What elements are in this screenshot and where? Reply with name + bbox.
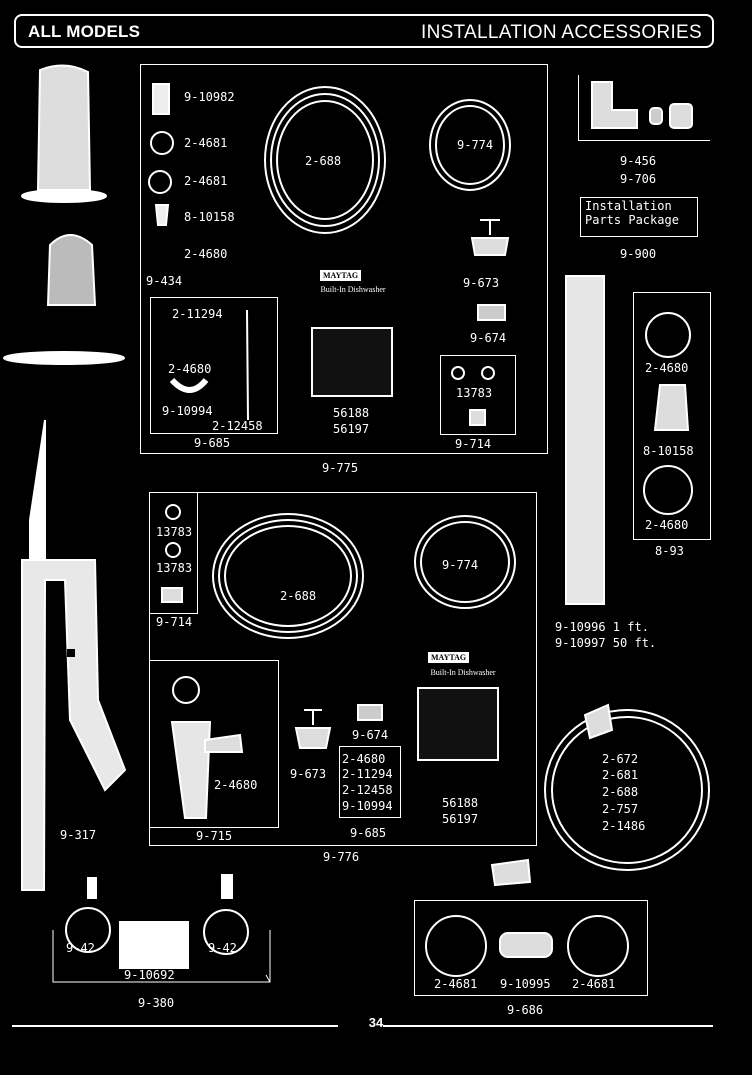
part-label: 9-10997 50 ft. [555,636,657,650]
part-label: 2-12458 [342,783,393,797]
part-label: 2-11294 [172,307,223,321]
maytag-logo-top: MAYTAG [320,270,362,281]
part-label: 56197 [442,812,479,826]
part-label: 9-900 [620,247,657,261]
footer-rule-left [12,1025,338,1027]
part-label: 9-380 [138,996,175,1010]
installation-parts-package-label: Installation Parts Package [580,197,698,237]
part-label: 9-317 [60,828,97,842]
frame-9-714-mid [149,492,198,614]
part-label: 9-42 [66,941,95,955]
part-label: 2-11294 [342,767,393,781]
header-right-title: INSTALLATION ACCESSORIES [420,22,702,43]
part-label: 2-4680 [168,362,212,376]
part-label: 9-10692 [124,968,175,982]
part-label: 2-672 [602,752,639,766]
part-label: 2-4680 [645,361,689,375]
part-label: 9-706 [620,172,657,186]
part-label: 9-714 [156,615,193,629]
part-label: 2-4680 [645,518,689,532]
part-label: 2-4680 [184,247,228,261]
footer-rule-right [383,1025,713,1027]
part-label: 2-757 [602,802,639,816]
part-label: 2-4681 [184,174,228,188]
frame-9-456 [578,75,710,141]
part-label: 56188 [442,796,479,810]
part-label: 2-688 [280,589,317,603]
part-label: 9-774 [442,558,479,572]
part-label: 2-688 [305,154,342,168]
part-label: 8-93 [655,544,684,558]
part-label: 9-10996 1 ft. [555,620,649,634]
part-label: 9-685 [350,826,387,840]
frame-9-715 [149,660,279,828]
frame-9-686 [414,900,648,996]
part-label: 2-4681 [572,977,616,991]
part-label: 9-10982 [184,90,235,104]
part-label: 2-681 [602,768,639,782]
part-label: 9-775 [322,461,359,475]
header-bar: ALL MODELS INSTALLATION ACCESSORIES [14,14,714,48]
part-label: 9-714 [455,437,492,451]
frame-9-685-list [339,746,401,818]
part-label: 9-10995 [500,977,551,991]
package-caption-mid: Built-In Dishwasher [430,668,496,677]
frame-8-93 [633,292,711,540]
part-label: 56188 [333,406,370,420]
package-caption-top: Built-In Dishwasher [320,285,386,294]
page-number: 34 [368,1015,384,1030]
part-label: 8-10158 [184,210,235,224]
part-label: 13783 [456,386,493,400]
part-label: 9-673 [290,767,327,781]
part-label: 9-776 [323,850,360,864]
part-label: 2-12458 [212,419,263,433]
part-label: 2-4680 [214,778,258,792]
part-label: 9-673 [463,276,500,290]
part-label: 9-674 [352,728,389,742]
part-label: 9-434 [146,274,183,288]
part-label: 13783 [156,525,193,539]
part-label: 9-685 [194,436,231,450]
part-label: 9-674 [470,331,507,345]
part-label: 56197 [333,422,370,436]
part-label: 9-686 [507,1003,544,1017]
header-left-title: ALL MODELS [28,22,141,41]
frame-9-775 [140,64,548,454]
part-label: 8-10158 [643,444,694,458]
frame-9-685-top [150,297,278,434]
part-label: 2-4681 [434,977,478,991]
part-label: 9-774 [457,138,494,152]
part-label: 2-1486 [602,819,646,833]
frame-9-714-top [440,355,516,435]
part-label: 13783 [156,561,193,575]
part-label: 2-688 [602,785,639,799]
maytag-logo-mid: MAYTAG [428,652,470,663]
part-label: 9-10994 [342,799,393,813]
part-label: 9-10994 [162,404,213,418]
part-label: 9-456 [620,154,657,168]
part-label: 2-4681 [184,136,228,150]
part-label: 2-4680 [342,752,386,766]
part-label: 9-42 [208,941,237,955]
part-label: 9-715 [196,829,233,843]
